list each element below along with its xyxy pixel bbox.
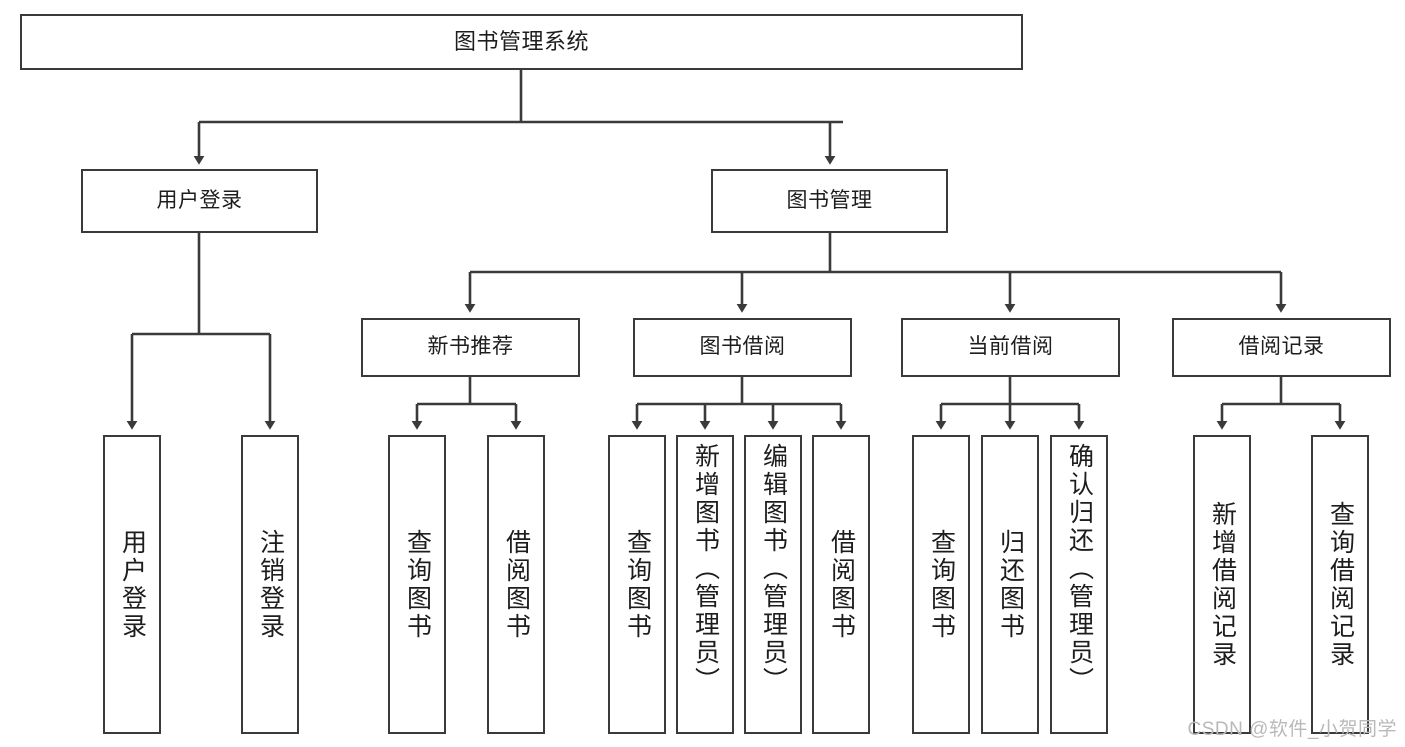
node-new-book-rec-label: 新书推荐 <box>427 335 514 359</box>
node-leaf-logout-label: 注销登录 <box>256 528 285 641</box>
node-leaf-add-record-label: 新增借阅记录 <box>1208 500 1237 669</box>
node-current-borrow-label: 当前借阅 <box>967 335 1054 359</box>
node-user-login[interactable]: 用户登录 <box>81 169 318 233</box>
node-current-borrow[interactable]: 当前借阅 <box>901 318 1120 377</box>
node-leaf-edit-book-label: 编辑图书（管理员） <box>759 443 788 695</box>
node-leaf-user-login-label: 用户登录 <box>118 528 147 641</box>
node-leaf-query-book-a[interactable]: 查询图书 <box>388 435 446 734</box>
node-leaf-borrow-book-b-label: 借阅图书 <box>827 528 856 641</box>
node-borrow-record-label: 借阅记录 <box>1238 335 1325 359</box>
node-leaf-return-book[interactable]: 归还图书 <box>981 435 1039 734</box>
node-leaf-borrow-book-b[interactable]: 借阅图书 <box>812 435 870 734</box>
node-leaf-add-record[interactable]: 新增借阅记录 <box>1193 435 1251 734</box>
node-leaf-logout[interactable]: 注销登录 <box>241 435 299 734</box>
node-leaf-query-book-c[interactable]: 查询图书 <box>912 435 970 734</box>
node-leaf-query-book-b[interactable]: 查询图书 <box>608 435 666 734</box>
node-leaf-borrow-book-a-label: 借阅图书 <box>502 528 531 641</box>
node-leaf-add-book[interactable]: 新增图书（管理员） <box>676 435 734 734</box>
node-new-book-rec[interactable]: 新书推荐 <box>361 318 580 377</box>
node-leaf-add-book-label: 新增图书（管理员） <box>691 443 720 695</box>
node-book-manage[interactable]: 图书管理 <box>711 169 948 233</box>
node-root[interactable]: 图书管理系统 <box>20 14 1023 70</box>
node-book-borrow[interactable]: 图书借阅 <box>633 318 852 377</box>
node-book-borrow-label: 图书借阅 <box>699 335 786 359</box>
node-leaf-query-book-a-label: 查询图书 <box>403 528 432 641</box>
node-leaf-query-book-c-label: 查询图书 <box>927 528 956 641</box>
node-book-manage-label: 图书管理 <box>786 188 873 212</box>
node-user-login-label: 用户登录 <box>156 188 243 212</box>
node-root-label: 图书管理系统 <box>453 29 589 55</box>
node-leaf-confirm-return-label: 确认归还（管理员） <box>1065 443 1094 695</box>
node-leaf-return-book-label: 归还图书 <box>996 528 1025 641</box>
node-leaf-query-record[interactable]: 查询借阅记录 <box>1311 435 1369 734</box>
node-leaf-confirm-return[interactable]: 确认归还（管理员） <box>1050 435 1108 734</box>
node-borrow-record[interactable]: 借阅记录 <box>1172 318 1391 377</box>
node-leaf-user-login[interactable]: 用户登录 <box>103 435 161 734</box>
node-leaf-borrow-book-a[interactable]: 借阅图书 <box>487 435 545 734</box>
watermark-text: CSDN @软件_小贺同学 <box>1187 719 1397 740</box>
node-leaf-query-record-label: 查询借阅记录 <box>1326 500 1355 669</box>
node-leaf-edit-book[interactable]: 编辑图书（管理员） <box>744 435 802 734</box>
node-leaf-query-book-b-label: 查询图书 <box>623 528 652 641</box>
